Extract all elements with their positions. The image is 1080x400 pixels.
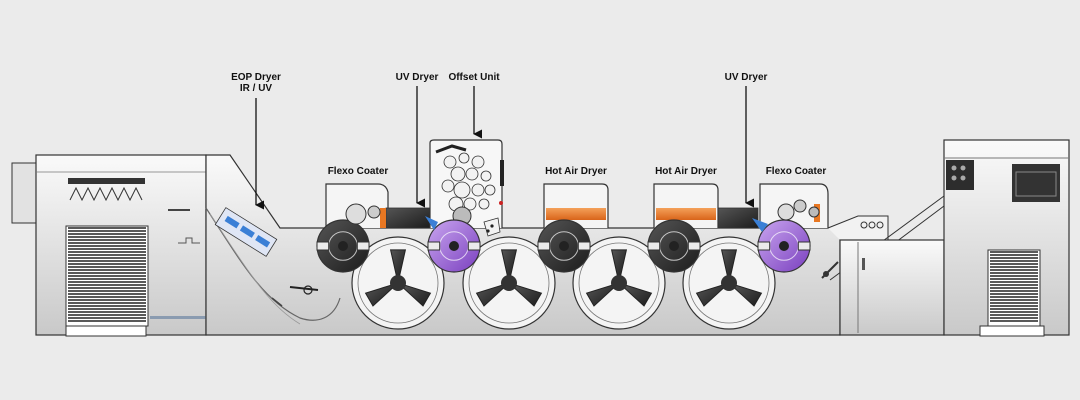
transfer-drum-icon [462,236,556,330]
flexo-coater-label-2: Flexo Coater [765,166,827,177]
hot-air-dryer-label-2: Hot Air Dryer [655,166,717,177]
cylinder-icon [427,219,481,273]
hood-row [325,139,889,241]
feeder-unit [11,154,207,337]
cylinder-group [316,219,811,330]
transfer-drum-icon [572,236,666,330]
cylinder-icon [537,219,591,273]
eop-dryer-lamp [214,207,278,257]
coater-details [345,199,820,237]
hot-air-dryer-label-1: Hot Air Dryer [545,166,607,177]
transfer-drum-icon [682,236,776,330]
callout-arrows [255,86,755,210]
sheet-pile-icon [65,225,149,327]
offset-unit-label: Offset Unit [448,72,500,83]
offset-rollers [441,152,496,226]
delivery-unit [839,139,1070,337]
uv-dryer-label-1: UV Dryer [395,72,439,83]
transfer-drum-icon [351,236,445,330]
uv-dryer-label-2: UV Dryer [724,72,768,83]
flexo-coater-label-1: Flexo Coater [327,166,389,177]
sheet-pile-icon [987,249,1041,327]
eop-dryer-label: EOP Dryer IR / UV [231,72,281,94]
cylinder-icon [647,219,701,273]
cylinder-icon [757,219,811,273]
cylinder-icon [316,219,370,273]
